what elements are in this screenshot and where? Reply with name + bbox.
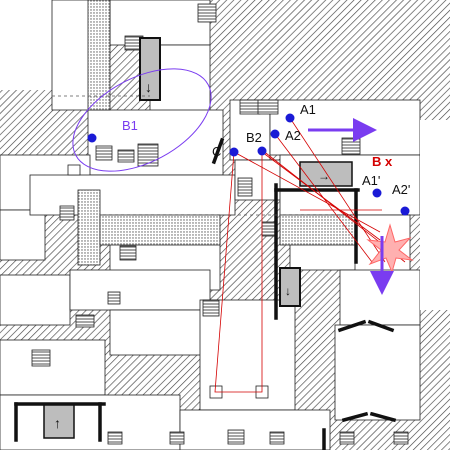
label-a1: A1: [300, 102, 316, 117]
label-a2: A2: [285, 128, 301, 143]
point-a1-prime: [372, 188, 382, 198]
point-a1: [285, 113, 295, 123]
point-b2: [257, 146, 267, 156]
escalator-arrow-down-icon: ↓: [285, 284, 291, 298]
escalator-arrow-down-icon: ↓: [145, 79, 152, 95]
point-a2: [270, 129, 280, 139]
thick-walls: [14, 137, 397, 450]
escalator-arrow-up-icon: ↑: [54, 415, 61, 431]
label-a2-prime: A2': [392, 182, 410, 197]
dashed-guides: [52, 95, 355, 216]
point-c: [229, 147, 239, 157]
label-b2: B2: [246, 130, 262, 145]
point-a2-prime: [400, 206, 410, 216]
label-c: C: [212, 144, 221, 159]
point-b1: [87, 133, 97, 143]
trajectory-lines: [214, 117, 406, 393]
stair-symbols: [31, 3, 409, 445]
position-markers: [87, 113, 410, 216]
escalator-shafts: [43, 37, 353, 439]
label-b1: B1: [122, 118, 138, 133]
label-bx: B x: [372, 154, 393, 169]
label-a1-prime: A1': [362, 173, 380, 188]
zone-b1-outline: [72, 68, 212, 172]
escalator-arrow-right-icon: →: [318, 169, 330, 183]
